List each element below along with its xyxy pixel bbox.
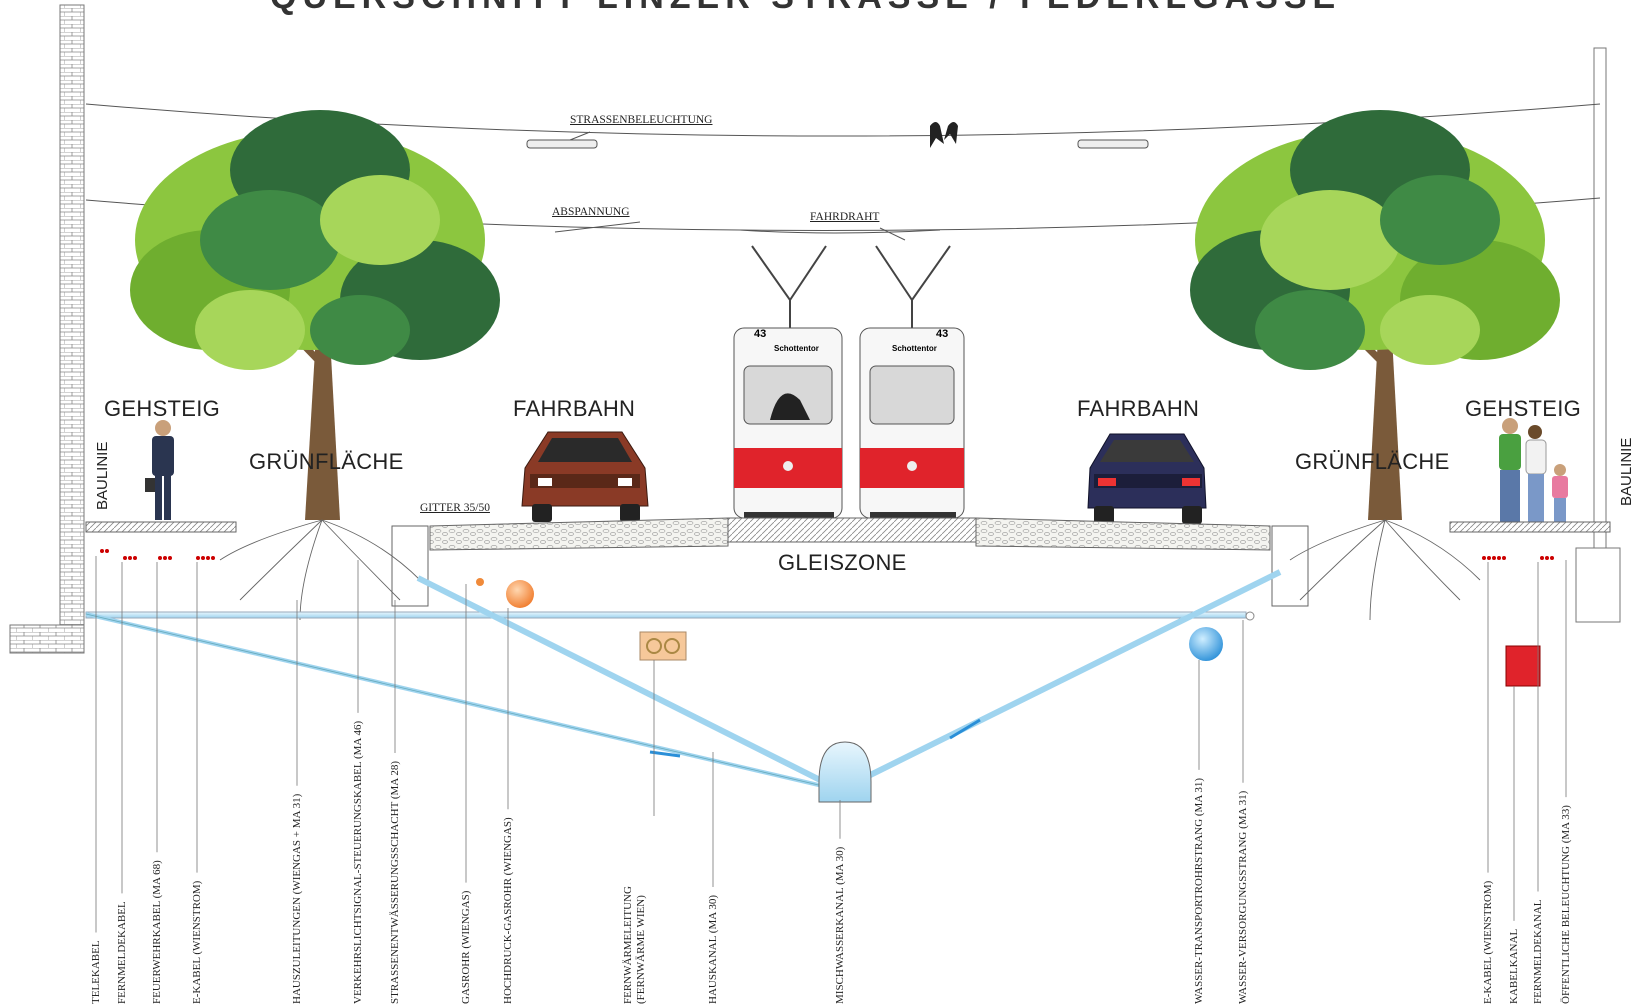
roots-left bbox=[219, 519, 421, 621]
utility-label: HOCHDRUCK-GASROHR (WIENGAS) bbox=[502, 817, 514, 1004]
label-fahrbahn-right: FAHRBAHN bbox=[1077, 396, 1200, 421]
leader-lines bbox=[95, 556, 1567, 933]
tram-right-destination: Schottentor bbox=[892, 344, 937, 353]
tram-left bbox=[733, 245, 843, 520]
utility-label: STRASSENENTWÄSSERUNGSSCHACHT (MA 28) bbox=[389, 760, 401, 1004]
tram-right bbox=[859, 245, 965, 520]
tree-left bbox=[130, 110, 500, 520]
label-gehsteig-left: GEHSTEIG bbox=[104, 396, 221, 421]
utility-label: WASSER-VERSORGUNGSSTRANG (MA 31) bbox=[1237, 790, 1249, 1004]
tree-right bbox=[1190, 110, 1560, 520]
utility-label: E-KABEL (WIENSTROM) bbox=[191, 880, 203, 1004]
roots-right bbox=[1289, 519, 1481, 621]
cable-dots bbox=[100, 549, 1554, 560]
utility-label: GASROHR (WIENGAS) bbox=[460, 890, 472, 1004]
utility-label: FEUERWEHRKABEL (MA 68) bbox=[151, 860, 163, 1004]
tram-right-number: 43 bbox=[936, 328, 949, 340]
label-abspannung: ABSPANNUNG bbox=[552, 206, 630, 218]
utility-label: HAUSKANAL (MA 30) bbox=[707, 895, 719, 1004]
mast-right bbox=[1575, 47, 1621, 623]
pedestrian-left bbox=[145, 420, 174, 520]
utility-label: E-KABEL (WIENSTROM) bbox=[1482, 880, 1494, 1004]
label-gruenflaeche-left: GRÜNFLÄCHE bbox=[249, 449, 404, 474]
tram-left-destination: Schottentor bbox=[774, 344, 819, 353]
street-surface bbox=[85, 517, 1611, 607]
utility-label: ÖFFENTLICHE BELEUCHTUNG (MA 33) bbox=[1560, 805, 1572, 1004]
label-gleiszone: GLEISZONE bbox=[778, 550, 907, 575]
tram-left-number: 43 bbox=[754, 328, 767, 340]
utility-label: FERNWÄRMELEITUNG (FERNWÄRME WIEN) bbox=[622, 886, 647, 1004]
car-right bbox=[1087, 433, 1207, 524]
street-lamps bbox=[526, 139, 1149, 149]
underground-pipes bbox=[85, 549, 1554, 803]
utility-label: MISCHWASSERKANAL (MA 30) bbox=[834, 846, 846, 1004]
pedestrian-family-right bbox=[1499, 418, 1568, 522]
building-wall-left bbox=[9, 4, 85, 654]
utility-label: KABELKANAL bbox=[1508, 928, 1520, 1004]
utility-label: VERKEHRSLICHTSIGNAL-STEUERUNGSKABEL (MA … bbox=[352, 720, 364, 1004]
label-gehsteig-right: GEHSTEIG bbox=[1465, 396, 1582, 421]
label-fahrbahn-left: FAHRBAHN bbox=[513, 396, 636, 421]
label-gruenflaeche-right: GRÜNFLÄCHE bbox=[1295, 449, 1450, 474]
utility-label: WASSER-TRANSPORTROHRSTRANG (MA 31) bbox=[1193, 777, 1205, 1004]
utility-label: TELEKABEL bbox=[90, 940, 102, 1004]
page-title: QUERSCHNITT LINZER STRASSE / FEDERLGASSE bbox=[270, 0, 1341, 17]
label-baulinie-left: BAULINIE bbox=[94, 441, 111, 510]
label-fahrdraht: FAHRDRAHT bbox=[810, 211, 880, 223]
car-left bbox=[521, 431, 649, 522]
birds-icon bbox=[930, 122, 958, 148]
utility-label: HAUSZULEITUNGEN (WIENGAS + MA 31) bbox=[291, 793, 303, 1004]
utility-label: FERNMELDEKABEL bbox=[116, 901, 128, 1004]
label-baulinie-right: BAULINIE bbox=[1618, 437, 1635, 506]
utility-label: FERNMELDEKANAL bbox=[1532, 899, 1544, 1005]
label-strassenbeleuchtung: STRASSENBELEUCHTUNG bbox=[570, 114, 713, 126]
label-gitter: GITTER 35/50 bbox=[420, 502, 490, 514]
